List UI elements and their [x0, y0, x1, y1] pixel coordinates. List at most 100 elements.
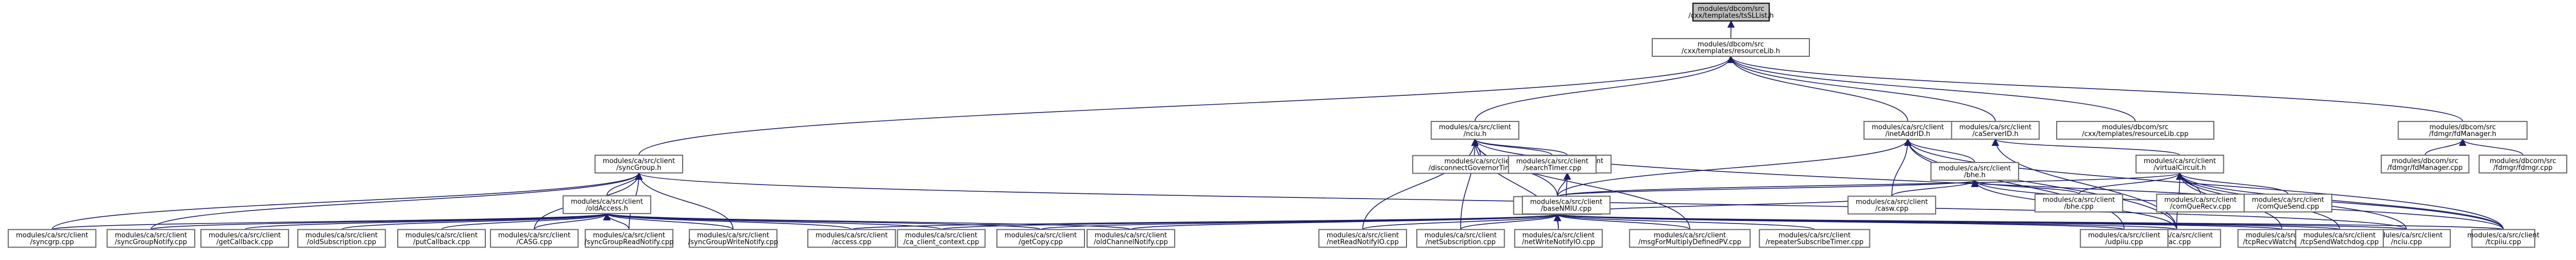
dependency-edge — [1557, 172, 1571, 197]
node-box — [2056, 121, 2214, 140]
dependency-edge — [1554, 213, 2177, 230]
graph-node[interactable]: modules/ca/src/client/repeaterSubscribeT… — [1759, 229, 1870, 248]
node-label: modules/dbcom/src — [2102, 123, 2169, 131]
node-box — [1430, 121, 1520, 140]
node-label: /fdmgr/fdmgr.cpp — [2494, 164, 2553, 172]
node-box — [996, 229, 1086, 248]
graph-node[interactable]: modules/ca/src/client/syncGroupWriteNoti… — [688, 229, 779, 248]
graph-node[interactable]: modules/ca/src/client/casw.cpp — [1847, 195, 1936, 215]
node-box — [2080, 229, 2169, 248]
dependency-edge — [1727, 55, 1996, 122]
node-label: modules/dbcom/src — [2392, 157, 2459, 165]
graph-node[interactable]: modules/ca/src/client/msgForMultiplyDefi… — [1629, 229, 1751, 248]
node-label: /cxx/templates/resourceLib.h — [1681, 47, 1780, 55]
node-box — [1086, 229, 1175, 248]
graph-node[interactable]: modules/ca/src/client/baseNMIU.cpp — [1522, 195, 1611, 215]
node-label: modules/ca/src/client — [2370, 232, 2442, 240]
graph-node[interactable]: modules/ca/src/client/ca_client_context.… — [897, 229, 986, 248]
node-label: /bhe.cpp — [2064, 203, 2094, 211]
dependency-edge — [2176, 172, 2288, 195]
node-box — [594, 154, 684, 174]
graph-node[interactable]: modules/ca/src/client/virtualCircuit.h — [2135, 154, 2224, 174]
graph-node[interactable]: modules/ca/src/client/tcpiiu.cpp — [2467, 229, 2539, 248]
dependency-edge — [1460, 213, 1561, 230]
graph-node[interactable]: modules/dbcom/src/fdmgr/fdManager.cpp — [2380, 154, 2470, 174]
dependency-edge — [1557, 172, 2184, 197]
node-label: /virtualCircuit.h — [2154, 164, 2206, 172]
node-label: /netReadNotifyIO.cpp — [1327, 239, 1399, 246]
node-label: /oldSubscription.cpp — [307, 239, 376, 246]
dependency-edge — [2424, 138, 2466, 156]
node-label: modules/ca/src/client — [571, 198, 643, 206]
graph-node[interactable]: modules/ca/src/client/syncGroupNotify.cp… — [106, 229, 196, 248]
node-box — [2380, 154, 2470, 174]
graph-node[interactable]: modules/dbcom/src/cxx/templates/resource… — [2056, 121, 2214, 140]
graph-node[interactable]: modules/ca/src/client/putCallback.cpp — [397, 229, 486, 248]
graph-node[interactable]: modules/dbcom/src/fdmgr/fdManager.h — [2398, 121, 2528, 140]
node-label: modules/ca/src/client — [1779, 232, 1851, 240]
node-box — [2034, 193, 2124, 213]
graph-node[interactable]: modules/ca/src/client/netReadNotifyIO.cp… — [1318, 229, 1408, 248]
graph-node[interactable]: modules/ca/src/client/bhe.cpp — [2034, 193, 2124, 213]
node-label: /netSubscription.cpp — [1426, 239, 1496, 246]
graph-node[interactable]: modules/ca/src/client/syncGroupReadNotif… — [585, 229, 674, 248]
node-box — [807, 229, 896, 248]
graph-node[interactable]: modules/ca/src/client/comQueRecv.cpp — [2156, 193, 2245, 213]
graph-node[interactable]: modules/ca/src/client/nciu.cpp — [2362, 229, 2451, 248]
node-label: modules/ca/src/client — [1959, 123, 2031, 131]
graph-node[interactable]: modules/ca/src/client/netWriteNotifyIO.c… — [1514, 229, 1603, 248]
graph-node[interactable]: modules/ca/src/client/inetAddrID.h — [1863, 121, 1952, 140]
graph-node[interactable]: modules/dbcom/src/cxx/templates/resource… — [1651, 38, 1810, 57]
graph-node[interactable]: modules/dbcom/src/fdmgr/fdmgr.cpp — [2478, 154, 2568, 174]
node-label: modules/ca/src/client — [2304, 232, 2376, 240]
graph-node[interactable]: modules/ca/src/client/getCallback.cpp — [200, 229, 289, 248]
node-label: /syncGroupWriteNotify.cpp — [688, 239, 779, 246]
graph-node[interactable]: modules/ca/src/client/netSubscription.cp… — [1416, 229, 1505, 248]
node-label: /CASG.cpp — [516, 239, 552, 246]
node-label: /searchTimer.cpp — [1523, 165, 1581, 172]
graph-node[interactable]: modules/ca/src/client/syncgrp.cpp — [7, 229, 97, 248]
graph-node[interactable]: modules/ca/src/client/oldChannelNotify.c… — [1086, 229, 1175, 248]
node-label: modules/ca/src/client — [697, 232, 769, 240]
node-label: modules/ca/src/client — [1439, 123, 1511, 131]
graph-node[interactable]: modules/ca/src/client/nciu.h — [1430, 121, 1520, 140]
graph-node[interactable]: modules/ca/src/client/caServerID.h — [1951, 121, 2040, 140]
graph-node[interactable]: modules/ca/src/client/udpiiu.cpp — [2080, 229, 2169, 248]
node-label: modules/ca/src/client — [406, 232, 478, 240]
graph-node[interactable]: modules/ca/src/client/CASG.cpp — [490, 229, 579, 248]
graph-node[interactable]: modules/ca/src/client/oldSubscription.cp… — [297, 229, 386, 248]
graph-node[interactable]: modules/ca/src/client/syncGroup.h — [594, 154, 684, 174]
node-label: modules/ca/src/client — [2467, 232, 2539, 240]
dependency-edge — [1904, 138, 2125, 230]
graph-node[interactable]: modules/ca/src/client/bhe.h — [1930, 162, 2019, 181]
graph-node[interactable]: modules/ca/src/client/getCopy.cpp — [996, 229, 1086, 248]
dependency-edge — [150, 172, 643, 230]
graph-node[interactable]: modules/ca/src/client/tcpSendWatchdog.cp… — [2295, 229, 2384, 248]
graph-node[interactable]: modules/ca/src/client/searchTimer.cpp — [1508, 155, 1597, 174]
node-label: /msgForMultiplyDefinedPV.cpp — [1638, 239, 1741, 246]
node-label: /fdmgr/fdManager.h — [2429, 130, 2496, 138]
dependency-edge — [150, 213, 611, 230]
node-label: modules/ca/src/client — [2164, 196, 2236, 204]
graph-node[interactable]: modules/dbcom/src/cxx/templates/tsSLList… — [1688, 3, 1774, 22]
graph-node[interactable]: modules/ca/src/client/comQueSend.cpp — [2244, 193, 2333, 213]
node-label: modules/ca/src/client — [16, 232, 88, 240]
node-label: /cac.cpp — [2163, 239, 2191, 246]
node-label: modules/dbcom/src — [1698, 5, 1764, 13]
node-label: /ca_client_context.cpp — [903, 239, 979, 246]
graph-node[interactable]: modules/ca/src/client/oldAccess.h — [563, 195, 651, 214]
node-label: modules/ca/src/client — [593, 232, 665, 240]
node-label: /netWriteNotifyIO.cpp — [1522, 239, 1595, 246]
node-box — [2478, 154, 2568, 174]
dependency-edge — [603, 213, 1131, 230]
node-box — [563, 195, 651, 214]
node-label: /oldAccess.h — [586, 205, 628, 213]
graph-node[interactable]: modules/ca/src/client/access.cpp — [807, 229, 896, 248]
node-box — [1847, 195, 1936, 215]
node-label: /access.cpp — [832, 239, 872, 246]
dependency-edge — [603, 213, 734, 230]
dependency-edge — [1904, 138, 1975, 163]
dependency-edge — [1130, 213, 1561, 230]
node-label: modules/ca/src/client — [2043, 196, 2115, 204]
dependency-edge — [1471, 138, 1568, 156]
